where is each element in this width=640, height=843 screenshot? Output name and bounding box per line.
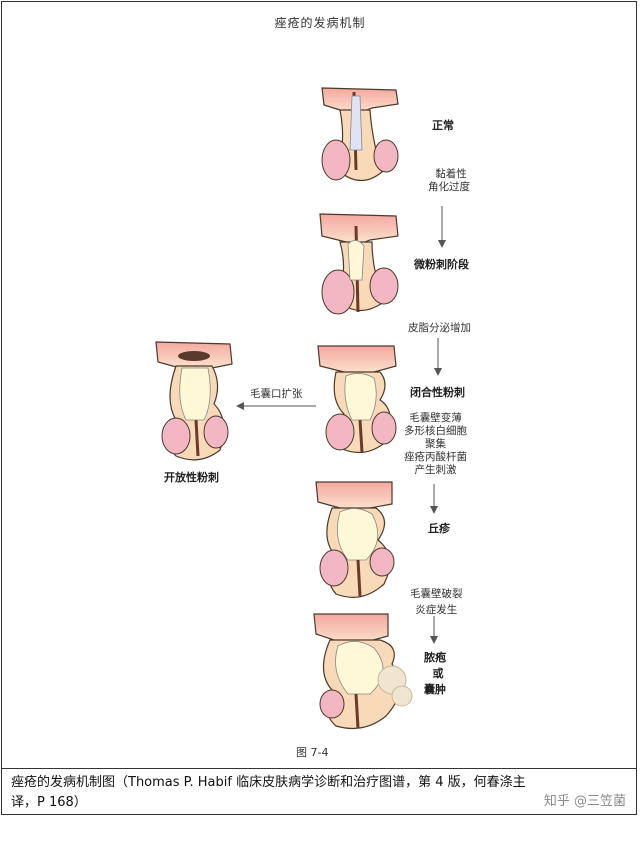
stage-pustule-label: 脓疱 [424, 651, 446, 664]
stage-closed-comedone-label: 闭合性粉刺 [410, 386, 465, 399]
follicle-normal [321, 87, 399, 182]
process-wall-changes-label: 毛囊壁变薄 多形核白细胞 聚集 痤疮丙酸杆菌 产生刺激 [404, 412, 467, 476]
stage-open-comedone-label: 开放性粉刺 [164, 471, 219, 484]
follicle-pustule-cyst [313, 613, 413, 729]
follicle-papule [315, 481, 395, 598]
process-sebum-increase-label: 皮脂分泌增加 [408, 322, 471, 334]
process-orifice-dilation-label: 毛囊口扩张 [250, 388, 303, 400]
stage-microcomedone-label: 微粉刺阶段 [414, 258, 469, 271]
follicle-microcomedone [319, 213, 399, 315]
process-rupture-label: 毛囊壁破裂 炎症发生 [410, 588, 463, 616]
follicle-open-comedone [155, 341, 233, 461]
caption-row: 痤疮的发病机制图（Thomas P. Habif 临床皮肤病学诊断和治疗图谱，第… [1, 768, 637, 816]
watermark: 知乎 @三笠菌 [543, 794, 626, 809]
figure-frame [1, 1, 637, 815]
figure-title: 痤疮的发病机制 [274, 16, 366, 30]
stage-pustule-cyst-label: 脓疱 或 囊肿 [424, 650, 446, 698]
process-hyperkeratinization-label: 黏着性 角化过度 [428, 168, 470, 193]
stage-normal-label: 正常 [432, 119, 454, 132]
figure-caption: 痤疮的发病机制图（Thomas P. Habif 临床皮肤病学诊断和治疗图谱，第… [11, 775, 526, 810]
figure-number: 图 7-4 [296, 746, 329, 759]
stage-cyst-label: 囊肿 [424, 683, 446, 696]
stage-or-label: 或 [432, 667, 444, 680]
stage-papule-label: 丘疹 [428, 522, 450, 535]
follicle-closed-comedone [317, 345, 397, 454]
